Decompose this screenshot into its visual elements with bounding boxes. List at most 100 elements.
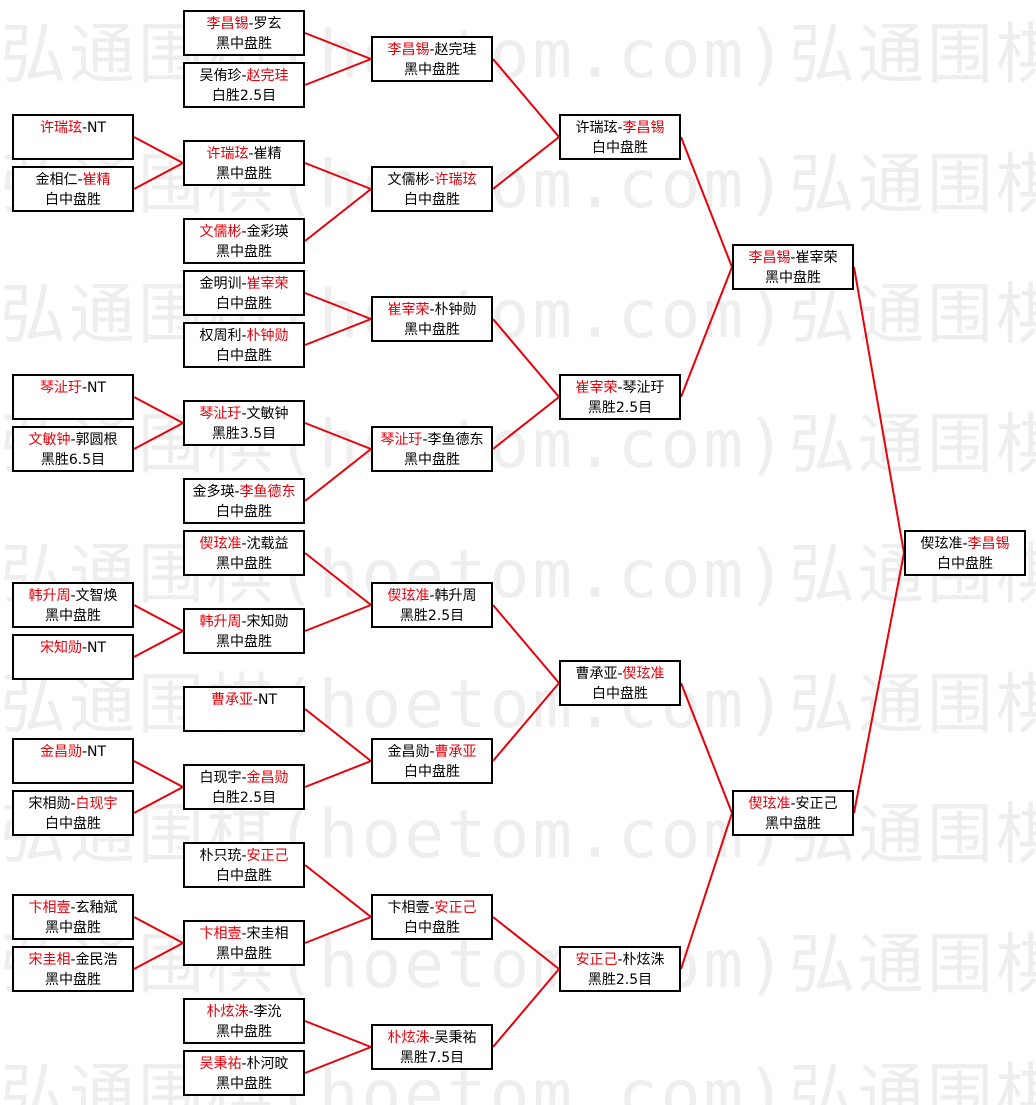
match-box-r3-2: 文儒彬-许瑞玹白中盘胜 — [371, 166, 493, 212]
match-players: 曹承亚-偰玹准 — [561, 664, 679, 684]
vs-dash: - — [241, 224, 247, 240]
player-b: 宋圭相 — [246, 926, 289, 942]
match-box-r2-3: 许瑞玹-崔精黑中盘胜 — [183, 140, 305, 186]
connector-r5-2-f — [853, 552, 905, 814]
player-a: 卞相壹 — [28, 900, 71, 916]
match-result: 白中盘胜 — [216, 348, 272, 364]
connector-r1-2-r2-3 — [133, 162, 184, 190]
connector-r3-7-r4-4 — [492, 916, 560, 970]
player-a: 宋相勋 — [28, 796, 71, 812]
player-a: 宋圭相 — [28, 952, 71, 968]
match-result: 黑中盘胜 — [404, 452, 460, 468]
player-a: 李昌锡 — [748, 250, 791, 266]
match-players: 琴沚玗-李鱼德东 — [373, 430, 491, 450]
vs-dash: - — [70, 432, 76, 448]
player-b: NT — [258, 692, 278, 708]
vs-dash: - — [81, 380, 88, 396]
player-a: 宋知勋 — [39, 640, 82, 656]
connector-r5-1-f — [853, 266, 905, 554]
player-b: 朴钟勋 — [434, 302, 477, 318]
match-box-r1-4: 文敏钟-郭圆根黑胜6.5目 — [12, 426, 134, 472]
connector-r1-10-r2-14 — [133, 942, 184, 970]
vs-dash: - — [81, 640, 88, 656]
match-result: 白中盘胜 — [404, 920, 460, 936]
player-b: 李沇 — [253, 1004, 282, 1020]
match-players: 吴侑珍-赵完珪 — [185, 66, 303, 86]
match-players: 崔宰荣-朴钟勋 — [373, 300, 491, 320]
match-players: 偰玹准-韩升周 — [373, 586, 491, 606]
player-b: 李鱼德东 — [427, 432, 484, 448]
match-players: 琴沚玗-文敏钟 — [185, 404, 303, 424]
player-a: 卞相壹 — [387, 900, 430, 916]
player-b: 金彩瑛 — [246, 224, 289, 240]
match-result: 黑中盘胜 — [216, 1024, 272, 1040]
vs-dash: - — [241, 276, 247, 292]
match-players: 权周利-朴钟勋 — [185, 326, 303, 346]
player-a: 偰玹准 — [748, 796, 791, 812]
match-box-r2-11: 曹承亚-NT — [183, 686, 305, 732]
match-result: 黑胜3.5目 — [211, 426, 277, 442]
match-box-f: 偰玹准-李昌锡白中盘胜 — [904, 530, 1026, 576]
player-a: 许瑞玹 — [206, 146, 249, 162]
connector-r1-3-r2-7 — [133, 396, 184, 424]
match-players: 曹承亚-NT — [185, 690, 303, 710]
player-b: 李昌锡 — [622, 120, 665, 136]
player-b: 朴钟勋 — [246, 328, 289, 344]
player-b: 崔宰荣 — [795, 250, 838, 266]
vs-dash: - — [617, 380, 623, 396]
connector-r1-4-r2-7 — [133, 422, 184, 450]
player-a: 金昌勋 — [387, 744, 430, 760]
match-result: 黑中盘胜 — [765, 816, 821, 832]
vs-dash: - — [790, 250, 796, 266]
player-b: 沈载益 — [246, 536, 289, 552]
connector-r1-7-r2-12 — [133, 760, 184, 788]
match-box-r4-3: 曹承亚-偰玹准白中盘胜 — [559, 660, 681, 706]
connector-r4-1-r5-1 — [680, 136, 733, 268]
player-b: 曹承亚 — [434, 744, 477, 760]
connector-r2-4-r3-2 — [304, 188, 372, 242]
player-a: 琴沚玗 — [380, 432, 423, 448]
match-result: 白中盘胜 — [45, 192, 101, 208]
connector-r2-6-r3-3 — [304, 318, 372, 346]
match-players: 宋相勋-白现宇 — [14, 794, 132, 814]
player-b: 金昌勋 — [246, 770, 289, 786]
connector-r3-1-r4-1 — [492, 58, 560, 138]
player-a: 偰玹准 — [387, 588, 430, 604]
vs-dash: - — [429, 744, 435, 760]
connector-r1-1-r2-3 — [133, 136, 184, 164]
player-b: NT — [87, 120, 107, 136]
match-players: 李昌锡-崔宰荣 — [734, 248, 852, 268]
match-box-r1-3: 琴沚玗-NT — [12, 374, 134, 420]
vs-dash: - — [241, 848, 247, 864]
match-result: 黑胜2.5目 — [587, 972, 653, 988]
player-b: 宋知勋 — [246, 614, 289, 630]
player-b: 偰玹准 — [622, 666, 665, 682]
match-players: 金昌勋-NT — [14, 742, 132, 762]
connector-r2-9-r3-5 — [304, 552, 372, 606]
match-box-r1-5: 韩升周-文智焕黑中盘胜 — [12, 582, 134, 628]
vs-dash: - — [252, 692, 259, 708]
connector-r2-11-r3-6 — [304, 708, 372, 762]
player-a: 文儒彬 — [199, 224, 242, 240]
vs-dash: - — [422, 432, 428, 448]
match-box-r2-5: 金明训-崔宰荣白中盘胜 — [183, 270, 305, 316]
player-b: 金民浩 — [75, 952, 118, 968]
match-players: 韩升周-文智焕 — [14, 586, 132, 606]
player-a: 吴秉祐 — [199, 1056, 242, 1072]
player-b: 安正己 — [246, 848, 289, 864]
match-players: 吴秉祐-朴河旼 — [185, 1054, 303, 1074]
vs-dash: - — [429, 588, 435, 604]
match-box-r2-6: 权周利-朴钟勋白中盘胜 — [183, 322, 305, 368]
match-box-r3-8: 朴炫洙-吴秉祐黑胜7.5目 — [371, 1024, 493, 1070]
player-b: 琴沚玗 — [622, 380, 665, 396]
player-b: NT — [87, 640, 107, 656]
match-result: 黑中盘胜 — [216, 36, 272, 52]
match-result: 黑中盘胜 — [216, 634, 272, 650]
connector-r3-2-r4-1 — [492, 136, 560, 190]
connector-r2-13-r3-7 — [304, 864, 372, 918]
match-box-r1-2: 金相仁-崔精白中盘胜 — [12, 166, 134, 212]
match-result: 黑胜2.5目 — [587, 400, 653, 416]
match-players: 偰玹准-沈载益 — [185, 534, 303, 554]
match-box-r1-10: 宋圭相-金民浩黑中盘胜 — [12, 946, 134, 992]
